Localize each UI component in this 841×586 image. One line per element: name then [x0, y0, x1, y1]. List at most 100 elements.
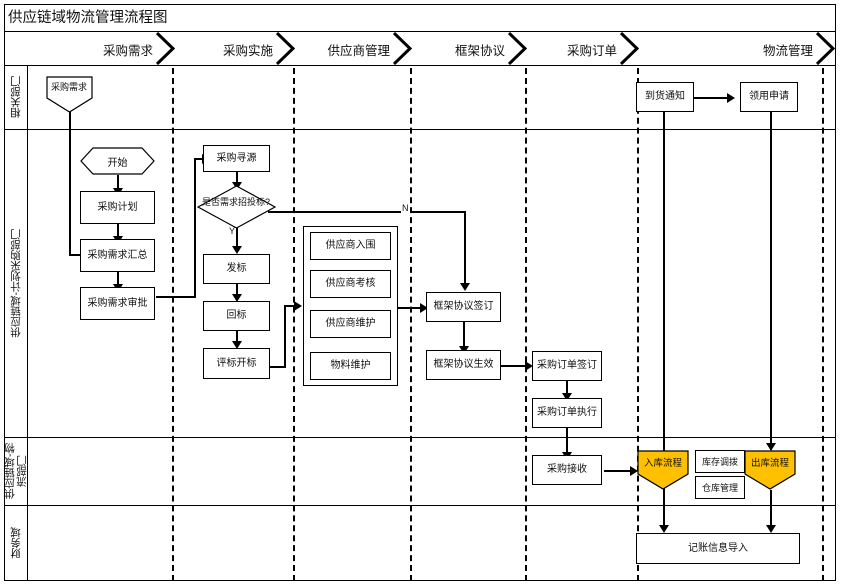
arrowhead-to-issue-bid — [232, 246, 242, 254]
lane-label-text: 财务域 — [10, 527, 22, 559]
node-label: 供应商考核 — [325, 278, 376, 289]
lane-divider-3 — [5, 505, 835, 506]
node-demand-start[interactable]: 采购需求 — [46, 76, 93, 113]
connector-decision-yes — [236, 228, 239, 248]
chevron-right-icon — [392, 32, 412, 65]
node-order-sign[interactable]: 采购订单签订 — [532, 351, 602, 381]
phase-label: 采购需求 — [102, 44, 153, 58]
node-order-receive[interactable]: 采购接收 — [532, 455, 602, 485]
phase-divider-3 — [410, 68, 412, 581]
lane-label-text: 相关部门 — [10, 76, 22, 118]
node-label: 采购订单执行 — [537, 407, 597, 418]
phase-header-采购需求[interactable]: 采购需求 — [27, 32, 175, 65]
node-supplier-shortlist[interactable]: 供应商入围 — [310, 232, 391, 260]
node-accounting-import[interactable]: 记账信息导入 — [636, 533, 800, 564]
arrowhead-to-order-execute — [562, 393, 572, 401]
node-demand-summary[interactable]: 采购需求汇总 — [80, 239, 155, 272]
connector-approval-up — [194, 158, 197, 298]
node-label: 采购需求审批 — [87, 297, 148, 309]
node-label: 供应商入围 — [325, 240, 376, 251]
connector-approval-right — [156, 296, 196, 299]
connector-inbound-up-to-arrival — [663, 110, 666, 490]
lane-label-供应链域-物流部门: 供应链域-物流部门 — [4, 437, 28, 505]
node-return-bid[interactable]: 回标 — [203, 301, 270, 331]
node-label: 入库流程 — [643, 458, 682, 469]
node-issue-bid[interactable]: 发标 — [203, 254, 270, 284]
lane-label-供应链域-计划采购部门: 供应链域-计划采购部门 — [5, 129, 27, 437]
phase-label: 采购订单 — [566, 44, 617, 58]
node-label: 回标 — [226, 310, 247, 321]
node-start[interactable]: 开始 — [80, 147, 155, 175]
connector-evaluate-to-group — [284, 305, 296, 308]
phase-header-供应商管理[interactable]: 供应商管理 — [295, 32, 412, 65]
node-label: 采购寻源 — [216, 152, 257, 164]
node-demand-approval[interactable]: 采购需求审批 — [80, 287, 155, 320]
node-evaluate-bid[interactable]: 评标开标 — [203, 348, 270, 379]
chevron-right-icon — [815, 32, 835, 65]
node-label: 采购需求汇总 — [87, 249, 148, 261]
node-label: 采购计划 — [97, 201, 138, 213]
connector-start-to-plan — [117, 175, 120, 191]
node-purchase-plan[interactable]: 采购计划 — [80, 191, 155, 224]
node-supplier-assess[interactable]: 供应商考核 — [310, 270, 391, 298]
connector-return-to-evaluate — [236, 331, 239, 344]
node-material-maintain[interactable]: 物料维护 — [310, 352, 391, 380]
phase-label: 物流管理 — [762, 44, 813, 58]
connector-agreement-sign-to-effective — [463, 322, 466, 350]
pentagon-shape — [637, 450, 689, 490]
arrowhead-to-evaluate-bid — [232, 341, 242, 349]
arrowhead-to-supplier-group — [294, 301, 302, 311]
node-supplier-maintain[interactable]: 供应商维护 — [310, 310, 391, 338]
node-label: 框架协议生效 — [433, 359, 494, 370]
connector-evaluate-right — [270, 366, 286, 369]
diamond-shape — [197, 185, 276, 229]
chevron-right-icon — [619, 32, 639, 65]
node-warehouse-mgmt[interactable]: 仓库管理 — [695, 476, 745, 499]
connector-arrival-to-requisition — [693, 97, 730, 100]
node-order-execute[interactable]: 采购订单执行 — [532, 398, 602, 428]
arrowhead-accounting-from-outbound — [766, 525, 776, 533]
connector-effective-to-order — [496, 365, 528, 368]
connector-issue-to-return — [236, 284, 239, 297]
node-label: 记账信息导入 — [688, 542, 748, 554]
node-decision-bid[interactable]: 是否需求招投标? — [197, 185, 276, 229]
node-label: 框架协议签订 — [433, 301, 494, 312]
diagram-border — [4, 4, 836, 581]
connector-group-to-agreement — [398, 307, 423, 310]
node-arrival-notice[interactable]: 到货通知 — [636, 82, 694, 112]
node-sourcing[interactable]: 采购寻源 — [203, 145, 270, 172]
phase-header-采购订单[interactable]: 采购订单 — [527, 32, 639, 65]
phase-header-物流管理[interactable]: 物流管理 — [639, 32, 835, 65]
page-title: 供应链域物流管理流程图 — [8, 10, 168, 26]
node-outbound-process[interactable]: 出库流程 — [744, 450, 796, 490]
edge-label-no: N — [401, 203, 410, 213]
node-label: 采购订单签订 — [537, 360, 597, 371]
node-label: 到货通知 — [645, 91, 685, 102]
phase-divider-1 — [172, 68, 174, 581]
node-label: 发标 — [226, 263, 247, 274]
connector-outbound-down-to-accounting — [770, 490, 773, 528]
arrowhead-to-order-sign — [525, 361, 533, 371]
connector-sourcing-to-decision — [236, 172, 239, 185]
lane-divider-2 — [5, 437, 835, 438]
node-label: 采购接收 — [547, 464, 587, 475]
arrowhead-to-inbound — [630, 466, 638, 476]
connector-requisition-down-to-outbound — [770, 112, 773, 450]
connector-decision-no — [268, 211, 466, 214]
connector-no-down — [464, 211, 467, 285]
pentagon-shape — [46, 76, 93, 113]
node-stock-transfer[interactable]: 库存调拨 — [695, 450, 745, 473]
node-agreement-sign[interactable]: 框架协议签订 — [426, 292, 501, 322]
phase-header-采购实施[interactable]: 采购实施 — [175, 32, 295, 65]
connector-execute-to-receive — [566, 428, 569, 456]
node-label: 是否需求招投标? — [201, 197, 270, 207]
connector-demand-start-right — [69, 254, 81, 257]
lane-label-text: 供应链域-计划采购部门 — [10, 228, 22, 338]
node-inbound-process[interactable]: 入库流程 — [637, 450, 689, 490]
node-agreement-effective[interactable]: 框架协议生效 — [426, 350, 501, 380]
phase-header-框架协议[interactable]: 框架协议 — [412, 32, 527, 65]
phase-divider-5 — [637, 68, 639, 581]
node-requisition[interactable]: 领用申请 — [740, 82, 798, 112]
phase-divider-6 — [822, 68, 824, 581]
